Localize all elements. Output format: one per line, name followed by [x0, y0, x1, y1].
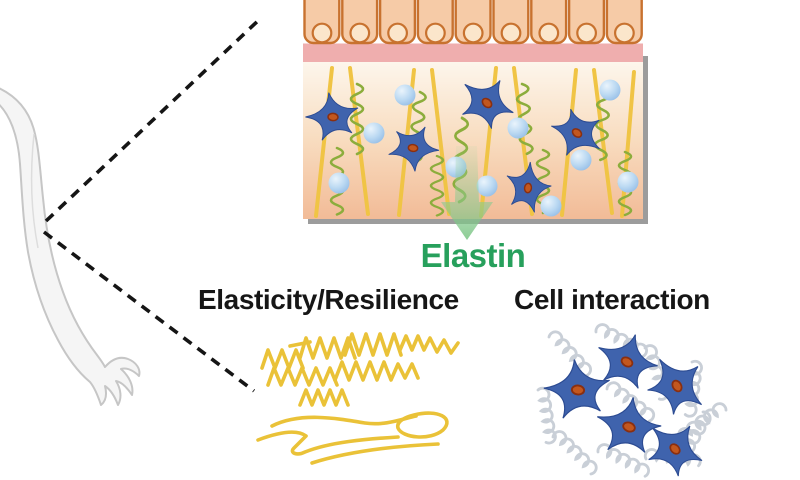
cell-interaction-network — [521, 322, 729, 480]
coiled-fibers — [260, 332, 460, 407]
skin-cross-section — [300, 0, 648, 240]
callout-line-upper — [44, 15, 264, 223]
elasticity-fibers — [256, 332, 460, 465]
human-arm — [0, 87, 141, 406]
basement-membrane — [303, 43, 643, 62]
elasticity-resilience-label: Elasticity/Resilience — [198, 284, 459, 315]
epidermis-layer — [303, 0, 643, 45]
elastin-label: Elastin — [420, 237, 526, 274]
callout-line-lower — [42, 230, 256, 393]
cell-interaction-label: Cell interaction — [514, 284, 710, 315]
arm-inner-contour — [30, 133, 39, 249]
down-arrow-icon — [441, 146, 493, 240]
callout-lines — [42, 15, 264, 393]
stretched-fibers — [256, 411, 449, 465]
